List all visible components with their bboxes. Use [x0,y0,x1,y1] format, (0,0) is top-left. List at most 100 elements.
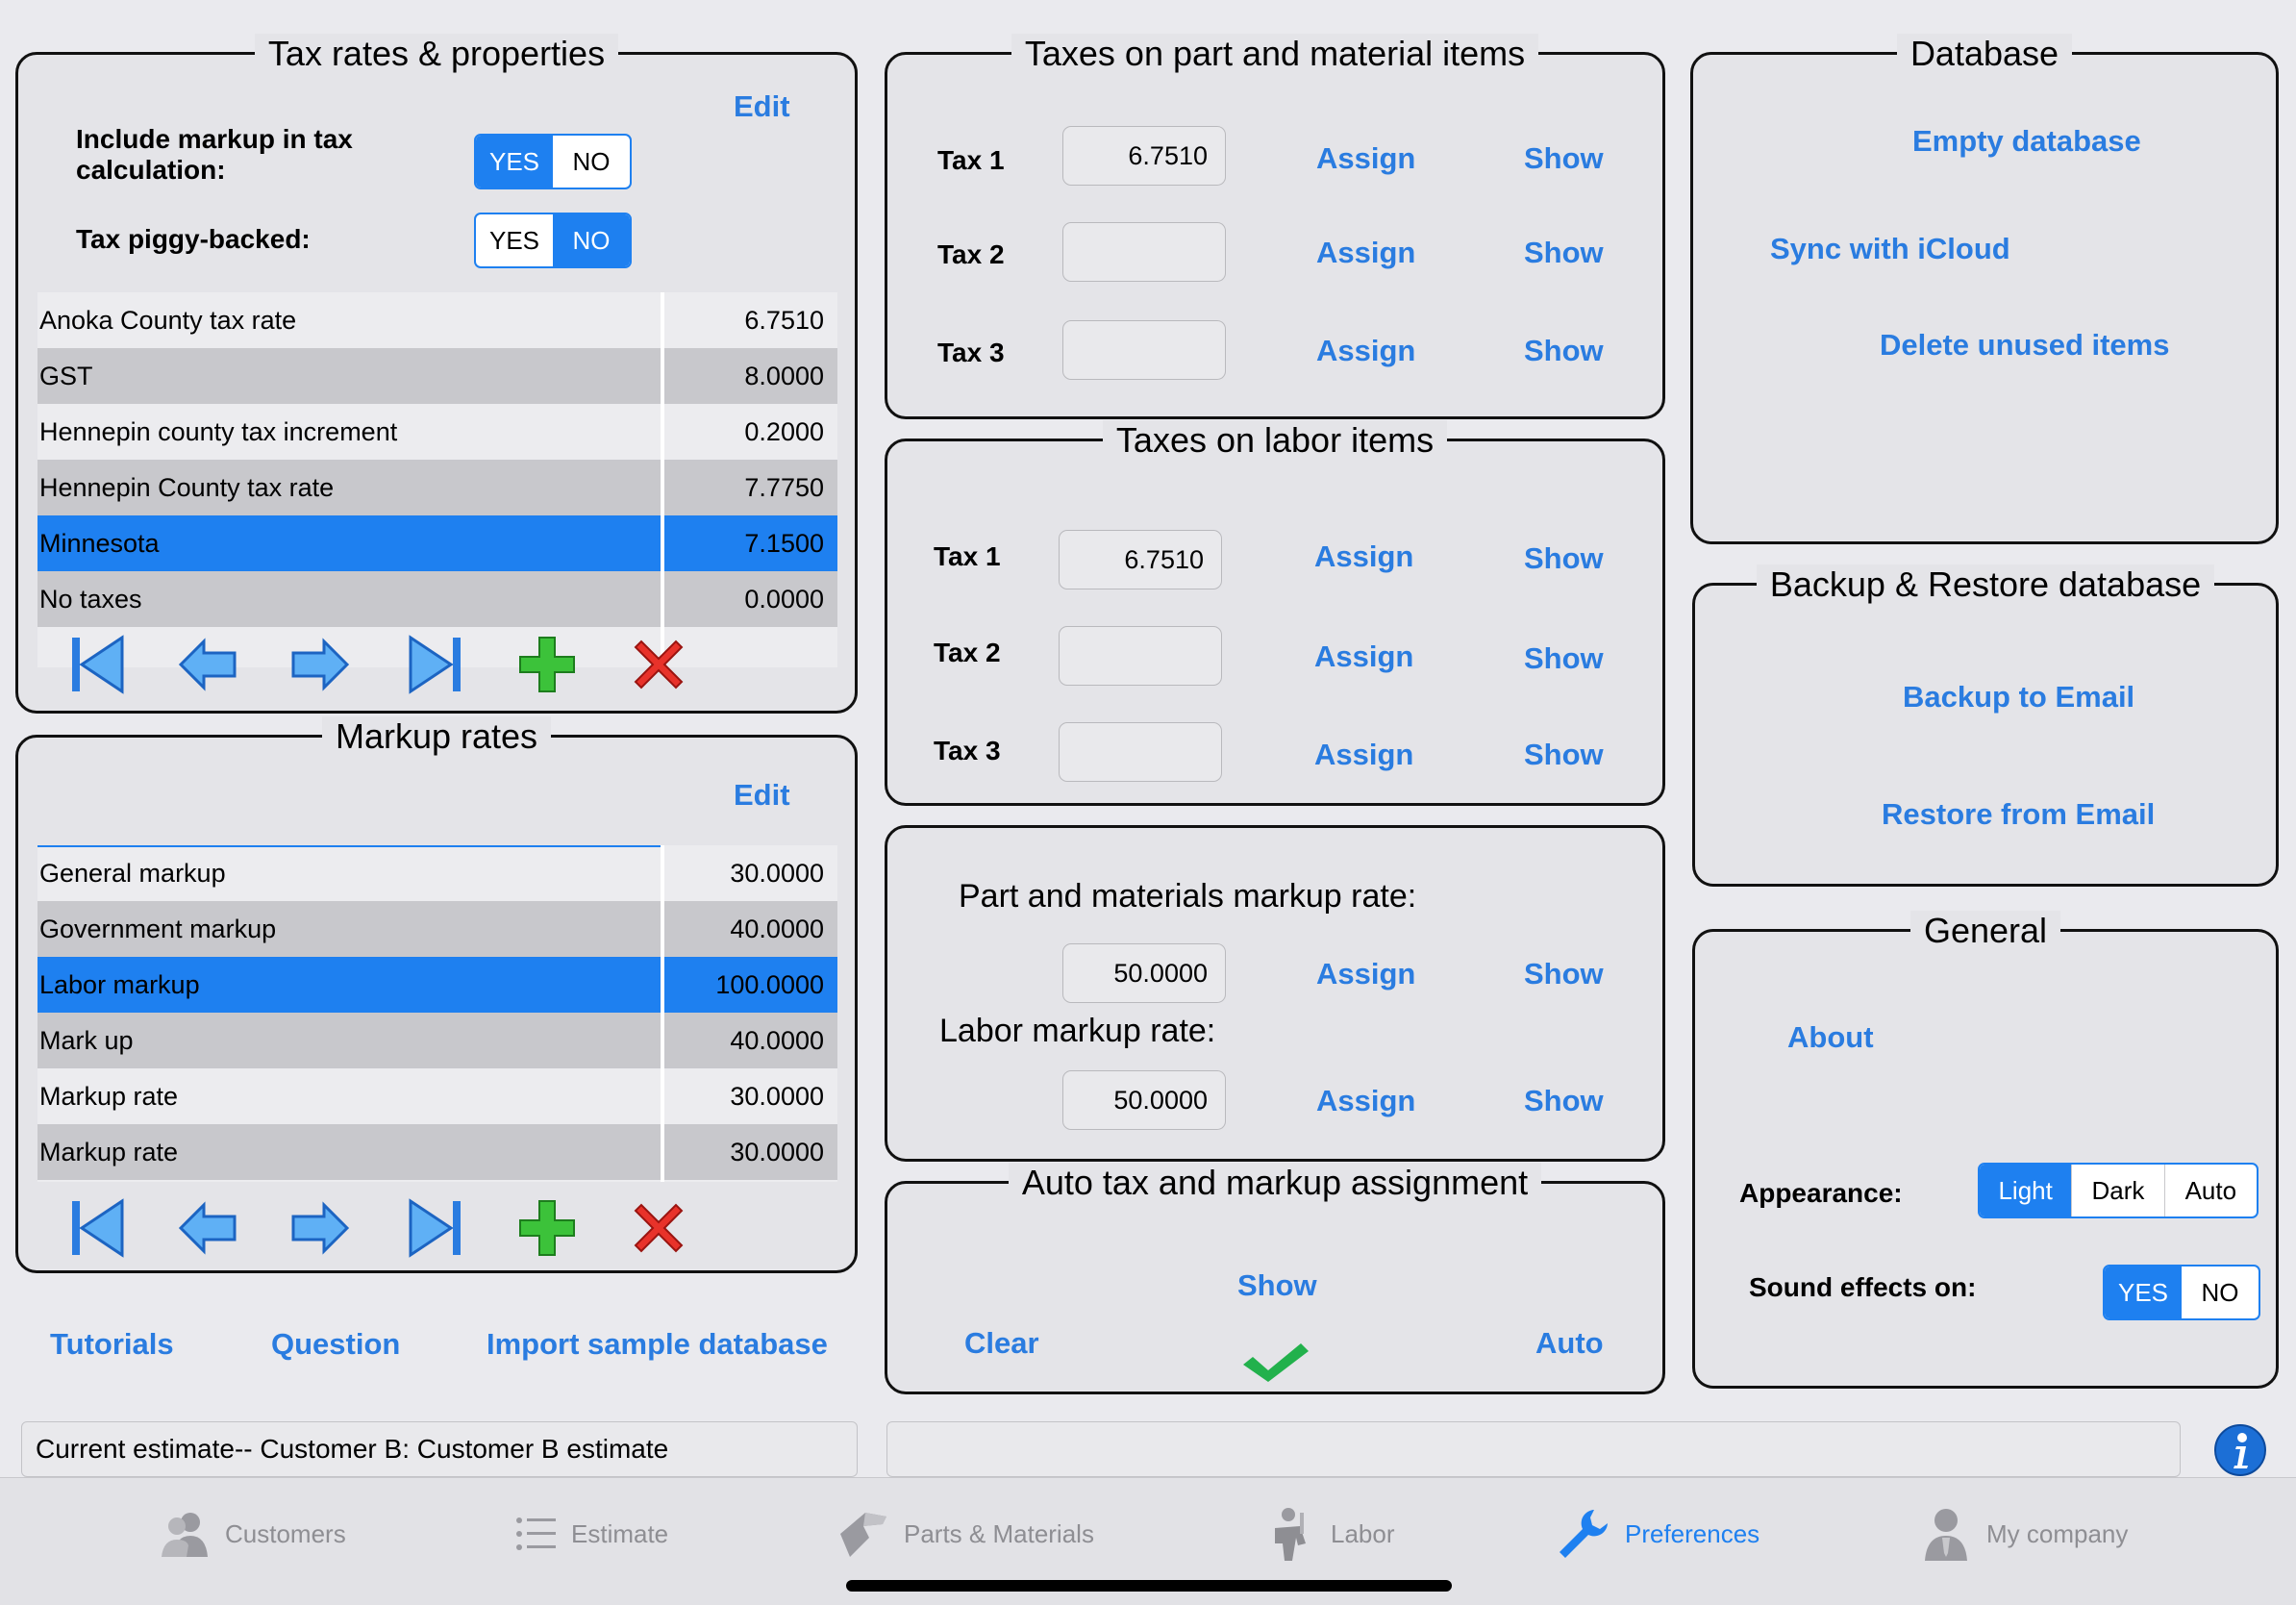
parts-tax3-assign-button[interactable]: Assign [1316,334,1416,367]
next-record-icon[interactable] [289,1197,351,1259]
parts-tax3-show-button[interactable]: Show [1524,334,1604,367]
question-link[interactable]: Question [271,1327,401,1361]
piggyback-no[interactable]: NO [553,214,630,266]
tab-preferences[interactable]: Preferences [1556,1505,1759,1563]
parts-tax2-field[interactable] [1062,222,1226,282]
parts-markup-show-button[interactable]: Show [1524,957,1604,991]
labor-markup-show-button[interactable]: Show [1524,1084,1604,1117]
labor-tax3-assign-button[interactable]: Assign [1314,738,1414,771]
last-record-icon[interactable] [405,634,466,695]
labor-tax1-assign-button[interactable]: Assign [1314,539,1414,573]
labor-tax3-field[interactable] [1059,722,1222,782]
appearance-light[interactable]: Light [1980,1165,2072,1216]
parts-tax1-field[interactable]: 6.7510 [1062,126,1226,186]
include-markup-yes[interactable]: YES [476,136,553,188]
delete-record-icon[interactable] [628,634,689,695]
first-record-icon[interactable] [66,634,128,695]
labor-taxes-panel: Taxes on labor items Tax 1 6.7510 Assign… [885,420,1665,806]
import-sample-database-link[interactable]: Import sample database [487,1327,828,1361]
auto-clear-button[interactable]: Clear [964,1326,1039,1360]
restore-from-email-button[interactable]: Restore from Email [1882,797,2156,831]
appearance-label: Appearance: [1739,1178,1903,1208]
include-markup-toggle[interactable]: YES NO [474,134,632,189]
checkmark-icon [1243,1343,1309,1382]
parts-tax1-assign-button[interactable]: Assign [1316,141,1416,175]
sync-icloud-button[interactable]: Sync with iCloud [1770,232,2010,265]
tab-estimate[interactable]: Estimate [515,1505,668,1563]
labor-tax2-field[interactable] [1059,626,1222,686]
parts-markup-assign-button[interactable]: Assign [1316,957,1416,991]
parts-tax2-show-button[interactable]: Show [1524,236,1604,269]
last-record-icon[interactable] [405,1197,466,1259]
labor-tax2-assign-button[interactable]: Assign [1314,639,1414,673]
tab-customers[interactable]: Customers [158,1505,346,1563]
panel-title: Backup & Restore database [1756,564,2215,604]
next-record-icon[interactable] [289,634,351,695]
labor-markup-rate-field[interactable]: 50.0000 [1062,1070,1226,1130]
add-record-icon[interactable] [516,634,578,695]
tab-my-company[interactable]: My company [1919,1505,2128,1563]
panel-title: Database [1896,34,2073,73]
parts-tax2-assign-button[interactable]: Assign [1316,236,1416,269]
labor-tax2-show-button[interactable]: Show [1524,641,1604,675]
piggyback-toggle[interactable]: YES NO [474,213,632,268]
markup-edit-button[interactable]: Edit [734,778,790,812]
parts-tax2-label: Tax 2 [937,239,1005,269]
parts-tax3-field[interactable] [1062,320,1226,380]
appearance-dark[interactable]: Dark [2071,1165,2163,1216]
auto-assignment-panel: Auto tax and markup assignment Show Clea… [885,1163,1665,1394]
add-record-icon[interactable] [516,1197,578,1259]
piggyback-yes[interactable]: YES [488,226,540,255]
previous-record-icon[interactable] [177,1197,238,1259]
sound-effects-yes[interactable]: YES [2105,1266,2182,1318]
labor-tax1-show-button[interactable]: Show [1524,541,1604,575]
sound-effects-no[interactable]: NO [2201,1278,2239,1307]
previous-record-icon[interactable] [177,634,238,695]
labor-tax1-field[interactable]: 6.7510 [1059,530,1222,589]
parts-icon [840,1513,886,1557]
tab-labor[interactable]: Labor [1263,1505,1395,1563]
parts-markup-rate-field[interactable]: 50.0000 [1062,943,1226,1003]
parts-tax1-show-button[interactable]: Show [1524,141,1604,175]
wrench-icon [1560,1510,1608,1558]
about-button[interactable]: About [1787,1020,1874,1054]
tab-parts-materials[interactable]: Parts & Materials [836,1505,1094,1563]
first-record-icon[interactable] [66,1197,128,1259]
tax-edit-button[interactable]: Edit [734,89,790,123]
labor-tax3-show-button[interactable]: Show [1524,738,1604,771]
tutorials-link[interactable]: Tutorials [50,1327,174,1361]
include-markup-no[interactable]: NO [572,147,611,176]
sound-effects-toggle[interactable]: YES NO [2103,1265,2260,1320]
empty-database-button[interactable]: Empty database [1912,124,2141,158]
appearance-auto[interactable]: Auto [2163,1165,2257,1216]
backup-restore-panel: Backup & Restore database Backup to Emai… [1692,564,2279,887]
auto-auto-button[interactable]: Auto [1535,1326,1604,1360]
auto-show-button[interactable]: Show [1237,1268,1317,1302]
backup-to-email-button[interactable]: Backup to Email [1903,680,2135,714]
panel-title: General [1909,911,2061,950]
delete-record-icon[interactable] [628,1197,689,1259]
column-separator [661,845,664,1182]
appearance-selector[interactable]: Light Dark Auto [1978,1163,2259,1218]
info-icon[interactable] [2213,1423,2267,1477]
table-top-line [37,845,661,847]
general-panel: General About Appearance: Light Dark Aut… [1692,911,2279,1389]
markup-assignment-panel: Part and materials markup rate: 50.0000 … [885,825,1665,1162]
delete-unused-items-button[interactable]: Delete unused items [1880,328,2170,362]
labor-markup-assign-button[interactable]: Assign [1316,1084,1416,1117]
labor-tax2-label: Tax 2 [934,638,1001,667]
